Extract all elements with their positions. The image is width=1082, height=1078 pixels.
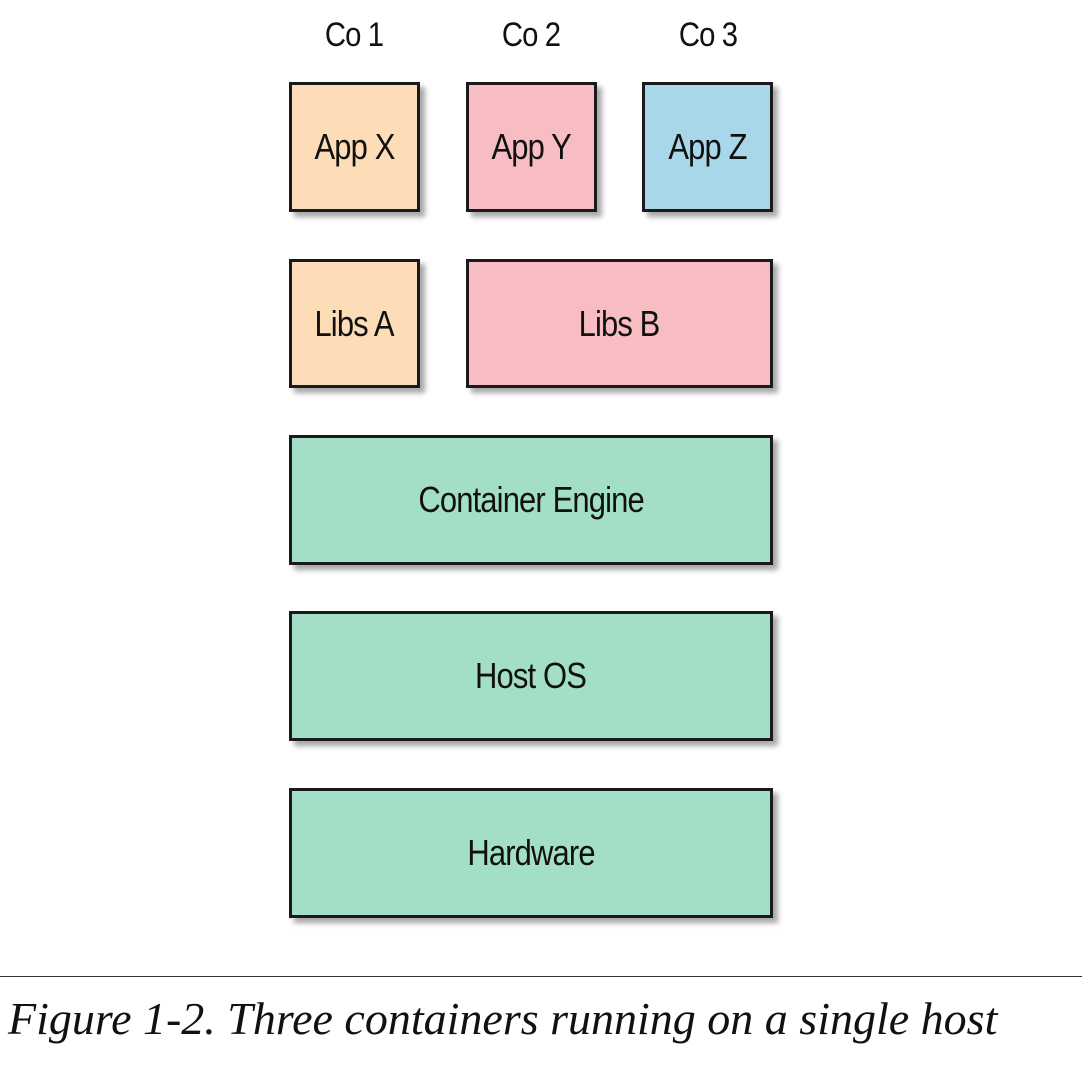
libs-a-box: Libs A — [289, 259, 420, 388]
host-os-box: Host OS — [289, 611, 773, 741]
app-x-box: App X — [289, 82, 420, 212]
hardware-box: Hardware — [289, 788, 773, 918]
caption-divider — [0, 976, 1082, 977]
libs-b-label: Libs B — [579, 302, 661, 344]
app-z-label: App Z — [668, 126, 747, 167]
container-engine-box: Container Engine — [289, 435, 773, 565]
app-z-box: App Z — [642, 82, 773, 212]
app-y-label: App Y — [491, 126, 572, 167]
column-label-co2: Co 2 — [501, 16, 561, 54]
container-stack-diagram: Co 1 Co 2 Co 3 App X App Y App Z Libs A … — [289, 16, 773, 918]
hardware-label: Hardware — [467, 832, 595, 873]
figure-caption: Figure 1-2. Three containers running on … — [8, 993, 998, 1044]
host-os-label: Host OS — [475, 655, 588, 696]
container-engine-label: Container Engine — [418, 479, 644, 520]
column-label-co1: Co 1 — [324, 16, 384, 54]
libs-b-box: Libs B — [466, 259, 773, 388]
app-x-label: App X — [314, 126, 395, 167]
column-label-co3: Co 3 — [678, 16, 738, 54]
app-y-box: App Y — [466, 82, 597, 212]
libs-a-label: Libs A — [314, 302, 395, 344]
